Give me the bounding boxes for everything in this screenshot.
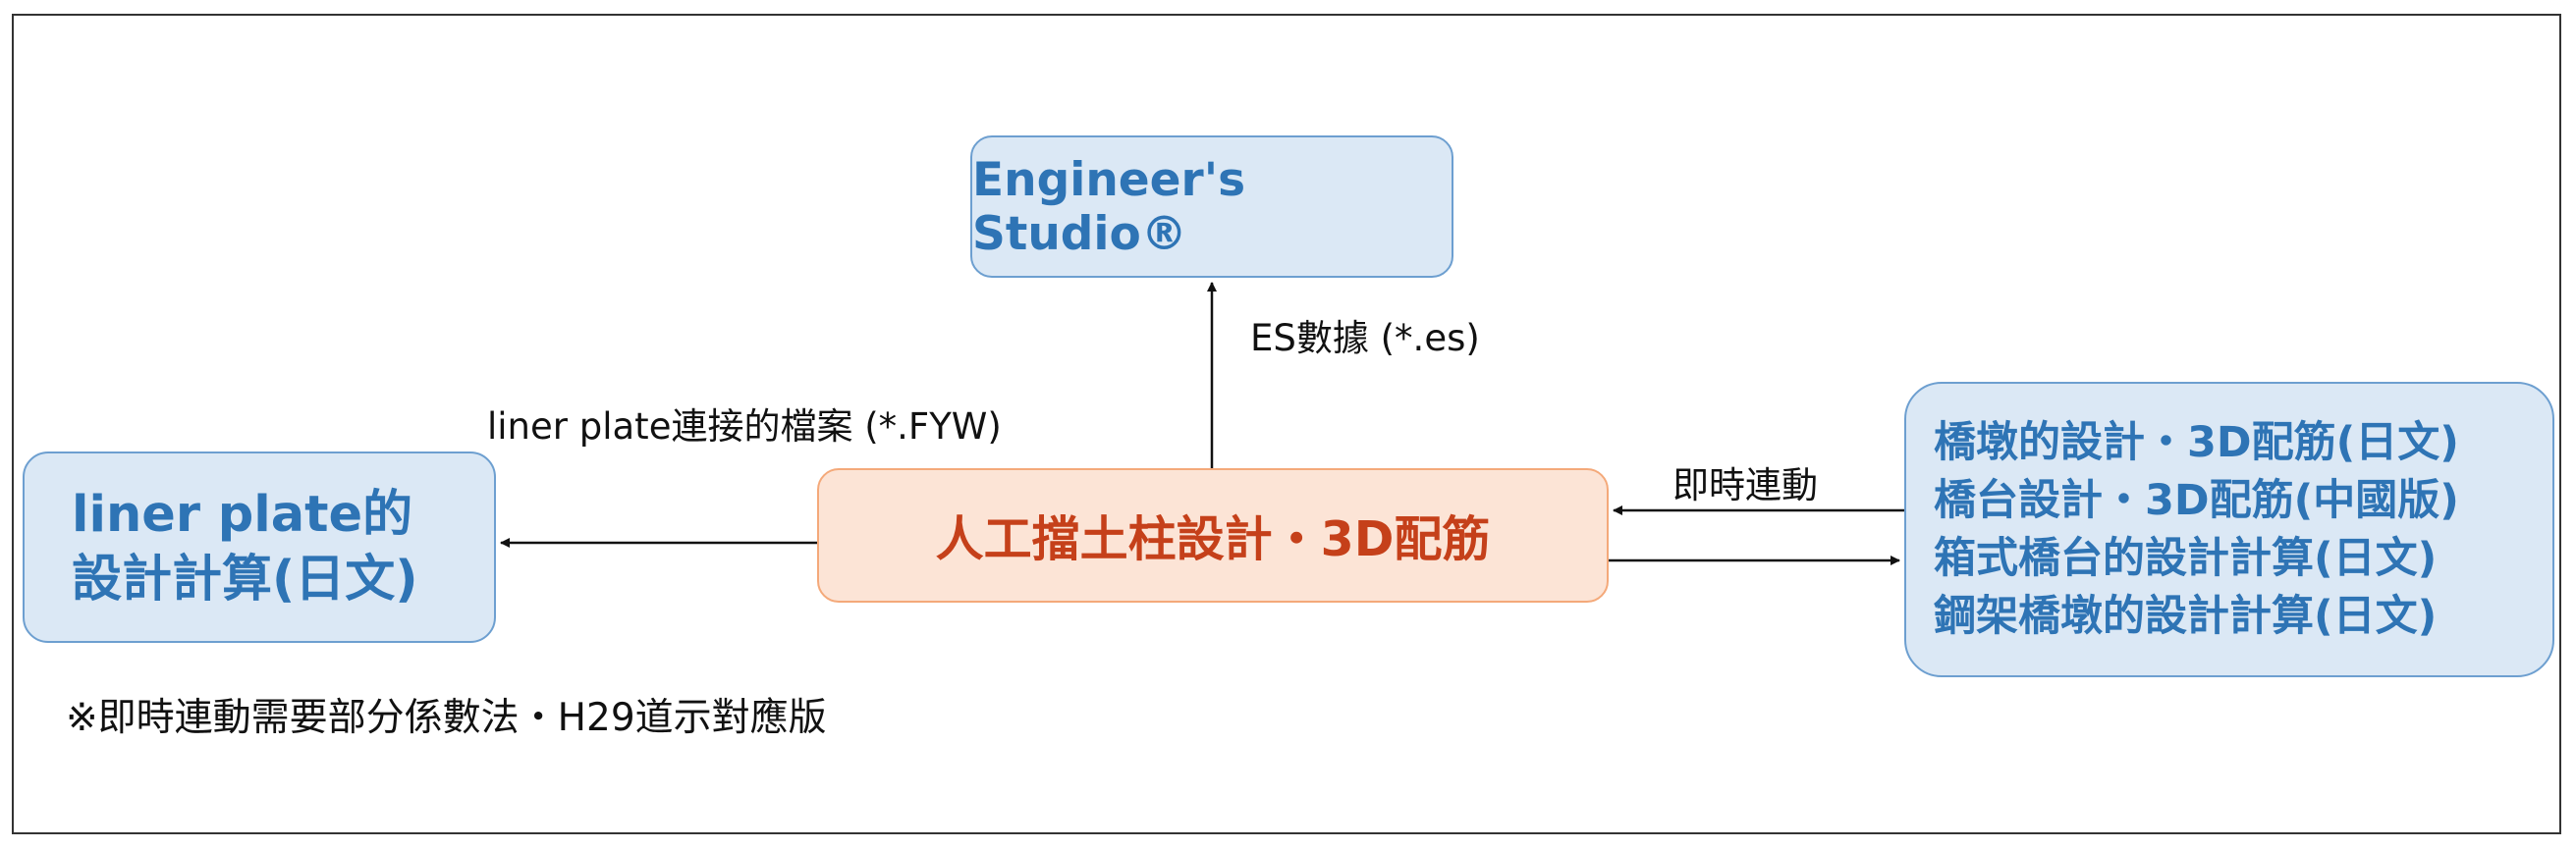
engineers-studio-label: Engineer's Studio®: [972, 152, 1246, 261]
realtime-sync-edge-label: 即時連動: [1672, 464, 1818, 506]
es-data-edge-label: ES數據 (*.es): [1250, 317, 1480, 359]
liner-plate-label-line-2: 設計計算(日文): [72, 550, 418, 609]
diagram-frame: [12, 14, 2561, 834]
bridge-products-node: 橋墩的設計・3D配筋(日文) 橋台設計・3D配筋(中國版) 箱式橋台的設計計算(…: [1904, 382, 2554, 677]
bridge-product-item: 橋墩的設計・3D配筋(日文): [1934, 417, 2459, 467]
liner-plate-label-line-1: liner plate的: [72, 485, 413, 544]
retaining-pile-design-label: 人工擋土柱設計・3D配筋: [935, 511, 1491, 567]
bridge-product-item: 橋台設計・3D配筋(中國版): [1934, 475, 2459, 525]
liner-plate-node: liner plate的 設計計算(日文): [23, 452, 496, 643]
retaining-pile-design-node: 人工擋土柱設計・3D配筋: [817, 468, 1609, 603]
engineers-studio-node: Engineer's Studio®: [970, 135, 1453, 278]
footnote: ※即時連動需要部分係數法・H29道示對應版: [66, 696, 827, 740]
bridge-product-item: 箱式橋台的設計計算(日文): [1934, 533, 2438, 583]
liner-file-edge-label: liner plate連接的檔案 (*.FYW): [487, 405, 1002, 448]
bridge-product-item: 鋼架橋墩的設計計算(日文): [1934, 591, 2438, 641]
